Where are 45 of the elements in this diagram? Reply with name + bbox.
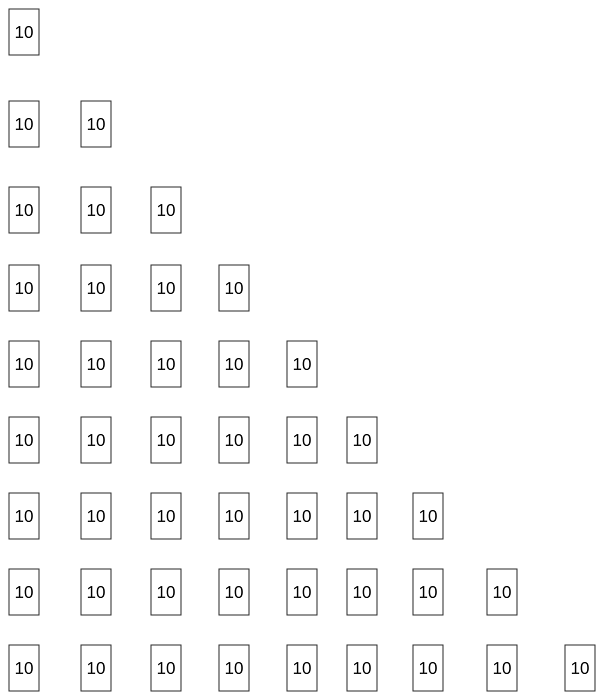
number-box: 10 [80, 568, 112, 616]
number-box: 10 [80, 492, 112, 540]
number-box: 10 [286, 644, 318, 692]
number-box: 10 [218, 644, 250, 692]
number-box: 10 [486, 644, 518, 692]
number-box: 10 [564, 644, 596, 692]
number-box: 10 [218, 568, 250, 616]
number-box: 10 [150, 568, 182, 616]
number-box: 10 [346, 416, 378, 464]
number-box: 10 [218, 416, 250, 464]
number-box: 10 [346, 492, 378, 540]
number-box: 10 [80, 100, 112, 148]
number-box: 10 [286, 492, 318, 540]
number-box: 10 [8, 264, 40, 312]
number-box: 10 [8, 8, 40, 56]
number-box: 10 [412, 568, 444, 616]
number-box: 10 [8, 644, 40, 692]
number-box: 10 [8, 568, 40, 616]
number-box: 10 [150, 416, 182, 464]
number-box: 10 [80, 644, 112, 692]
number-box: 10 [286, 568, 318, 616]
number-box: 10 [8, 416, 40, 464]
number-box: 10 [150, 340, 182, 388]
number-box: 10 [80, 416, 112, 464]
number-box: 10 [150, 264, 182, 312]
number-box: 10 [150, 492, 182, 540]
number-box: 10 [150, 186, 182, 234]
number-box: 10 [8, 100, 40, 148]
number-box: 10 [8, 186, 40, 234]
number-box: 10 [218, 264, 250, 312]
number-box: 10 [80, 186, 112, 234]
number-box: 10 [8, 492, 40, 540]
number-box: 10 [150, 644, 182, 692]
number-box: 10 [286, 340, 318, 388]
number-box: 10 [80, 340, 112, 388]
number-box: 10 [346, 644, 378, 692]
number-box: 10 [412, 492, 444, 540]
number-box: 10 [80, 264, 112, 312]
number-box: 10 [8, 340, 40, 388]
number-box: 10 [486, 568, 518, 616]
number-box: 10 [218, 492, 250, 540]
number-box: 10 [218, 340, 250, 388]
number-box: 10 [412, 644, 444, 692]
number-box: 10 [346, 568, 378, 616]
number-box: 10 [286, 416, 318, 464]
